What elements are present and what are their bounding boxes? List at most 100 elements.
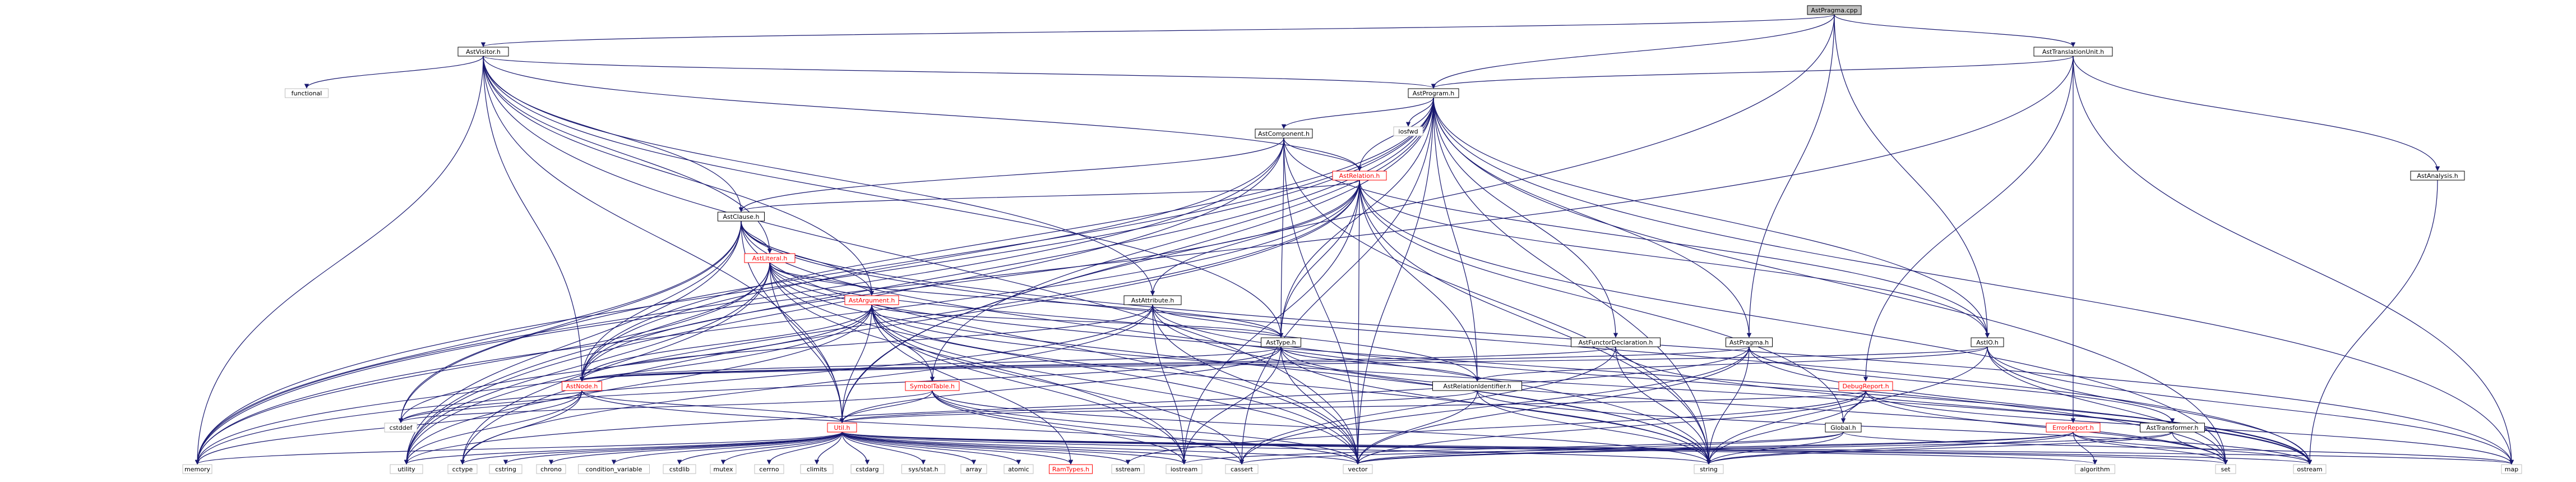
node-label: AstArgument.h xyxy=(849,297,895,304)
edge-astprogram-h-to-iosfwd xyxy=(1405,97,1434,127)
node-set: set xyxy=(2215,464,2236,474)
node-label: set xyxy=(2221,466,2231,473)
node-iosfwd: iosfwd xyxy=(1393,126,1423,136)
node-astnode-h[interactable]: AstNode.h xyxy=(562,381,602,391)
node-label: AstVisitor.h xyxy=(466,48,501,56)
node-box xyxy=(384,423,418,433)
node-box xyxy=(1726,337,1773,347)
edge-astcomponent-h-to-astrelation-h xyxy=(1283,137,1362,171)
edge-astvisitor-h-to-util-h xyxy=(483,56,845,423)
node-box xyxy=(2140,423,2205,433)
edge-debugreport-h-to-sstream xyxy=(1125,390,1866,465)
edge-util-h-to-chrono xyxy=(548,431,843,465)
node-box xyxy=(1343,464,1373,474)
node-box xyxy=(1332,171,1387,181)
edge-util-h-to-algorithm xyxy=(841,431,2097,465)
node-box xyxy=(578,464,650,474)
edge-astfunctordeclaration-h-to-string xyxy=(1615,346,1712,465)
node-sstream: sstream xyxy=(1111,464,1145,474)
node-map: map xyxy=(2501,464,2522,474)
node-cstddef: cstddef xyxy=(384,423,418,433)
node-box xyxy=(1003,464,1034,474)
edge-astcomponent-h-to-astnode-h xyxy=(579,137,1284,382)
node-astvisitor-h[interactable]: AstVisitor.h xyxy=(457,47,509,57)
node-symboltable-h[interactable]: SymbolTable.h xyxy=(905,381,960,391)
edge-astprogram-h-to-astfunctordeclaration-h xyxy=(1433,97,1618,338)
edge-util-h-to-climits xyxy=(814,431,843,465)
edge-astpragma-cpp-to-astvisitor-h xyxy=(481,14,1835,47)
node-astargument-h[interactable]: AstArgument.h xyxy=(844,295,899,305)
node-asttranslationunit-h[interactable]: AstTranslationUnit.h xyxy=(2033,47,2113,57)
node-box xyxy=(744,253,796,263)
edge-asttranslationunit-h-to-map xyxy=(2073,56,2514,465)
node-astliteral-h[interactable]: AstLiteral.h xyxy=(744,253,796,263)
edge-astprogram-h-to-utility xyxy=(404,97,1434,465)
node-array: array xyxy=(960,464,987,474)
node-memory: memory xyxy=(182,464,212,474)
node-astio-h[interactable]: AstIO.h xyxy=(1971,337,2004,347)
node-condition-variable: condition_variable xyxy=(578,464,650,474)
edge-astfunctordeclaration-h-to-ostream xyxy=(1615,346,2313,465)
node-label: chrono xyxy=(540,466,562,473)
edge-astliteral-h-to-memory xyxy=(195,262,770,465)
node-cstdarg: cstdarg xyxy=(850,464,884,474)
node-astrelationidentifier-h[interactable]: AstRelationIdentifier.h xyxy=(1432,381,1522,391)
edge-astio-h-to-map xyxy=(1987,346,2514,465)
node-astcomponent-h[interactable]: AstComponent.h xyxy=(1255,128,1313,139)
edge-astrelation-h-to-astattribute-h xyxy=(1150,180,1360,296)
node-astanalysis-h[interactable]: AstAnalysis.h xyxy=(2410,171,2465,181)
edge-astargument-h-to-astnode-h xyxy=(579,304,872,382)
node-astprogram-h[interactable]: AstProgram.h xyxy=(1408,88,1459,98)
node-astclause-h[interactable]: AstClause.h xyxy=(718,212,765,222)
edge-astrelation-h-to-memory xyxy=(195,180,1360,465)
edge-astliteral-h-to-set xyxy=(769,262,2228,465)
edge-astrelation-h-to-vector xyxy=(1355,180,1361,465)
node-ramtypes-h[interactable]: RamTypes.h xyxy=(1049,464,1093,474)
node-label: AstTransformer.h xyxy=(2146,424,2198,431)
node-box xyxy=(1255,128,1313,139)
node-box xyxy=(2215,464,2236,474)
edge-astprogram-h-to-vector xyxy=(1355,97,1434,465)
node-label: AstClause.h xyxy=(723,213,760,221)
edge-astvisitor-h-to-asttype-h xyxy=(483,56,1284,338)
node-label: vector xyxy=(1348,466,1368,473)
edge-astvisitor-h-to-astliteral-h xyxy=(483,56,773,254)
node-astpragma-cpp[interactable]: AstPragma.cpp xyxy=(1807,5,1862,15)
edge-astpragma-h-to-utility xyxy=(404,346,1750,465)
node-asttransformer-h[interactable]: AstTransformer.h xyxy=(2140,423,2205,433)
node-label: mutex xyxy=(713,466,733,473)
node-label: algorithm xyxy=(2080,466,2110,473)
node-global-h[interactable]: Global.h xyxy=(1825,423,1862,433)
node-box xyxy=(2293,464,2327,474)
edge-astclause-h-to-util-h xyxy=(741,221,845,423)
edge-astpragma-cpp-to-asttranslationunit-h xyxy=(1834,14,2076,47)
node-asttype-h[interactable]: AstType.h xyxy=(1261,337,1301,347)
edge-astprogram-h-to-set xyxy=(1433,97,2228,465)
node-astpragma-h[interactable]: AstPragma.h xyxy=(1726,337,1773,347)
edge-asttranslationunit-h-to-astprogram-h xyxy=(1431,56,2074,89)
node-box xyxy=(447,464,478,474)
node-errorreport-h[interactable]: ErrorReport.h xyxy=(2046,423,2101,433)
edge-astclause-h-to-cstddef xyxy=(398,221,742,423)
edge-astliteral-h-to-astrelationidentifier-h xyxy=(769,262,1480,382)
node-astattribute-h[interactable]: AstAttribute.h xyxy=(1123,295,1182,305)
node-box xyxy=(844,295,899,305)
edge-util-h-to-cctype xyxy=(460,431,843,465)
node-debugreport-h[interactable]: DebugReport.h xyxy=(1838,381,1893,391)
node-ostream: ostream xyxy=(2293,464,2327,474)
node-label: AstFunctorDeclaration.h xyxy=(1579,339,1653,346)
node-box xyxy=(2410,171,2465,181)
node-util-h[interactable]: Util.h xyxy=(827,423,857,433)
node-astfunctordeclaration-h[interactable]: AstFunctorDeclaration.h xyxy=(1571,337,1661,347)
node-box xyxy=(457,47,509,57)
edge-asttransformer-h-to-vector xyxy=(1356,431,2173,465)
node-astrelation-h[interactable]: AstRelation.h xyxy=(1332,171,1387,181)
edge-astattribute-h-to-vector xyxy=(1152,304,1361,465)
edge-errorreport-h-to-ostream xyxy=(2073,431,2313,465)
edge-errorreport-h-to-string xyxy=(1706,431,2074,465)
node-box xyxy=(901,464,945,474)
edge-astvisitor-h-to-functional xyxy=(304,56,484,89)
node-box xyxy=(285,88,329,98)
edge-astfunctordeclaration-h-to-astnode-h xyxy=(580,346,1616,382)
